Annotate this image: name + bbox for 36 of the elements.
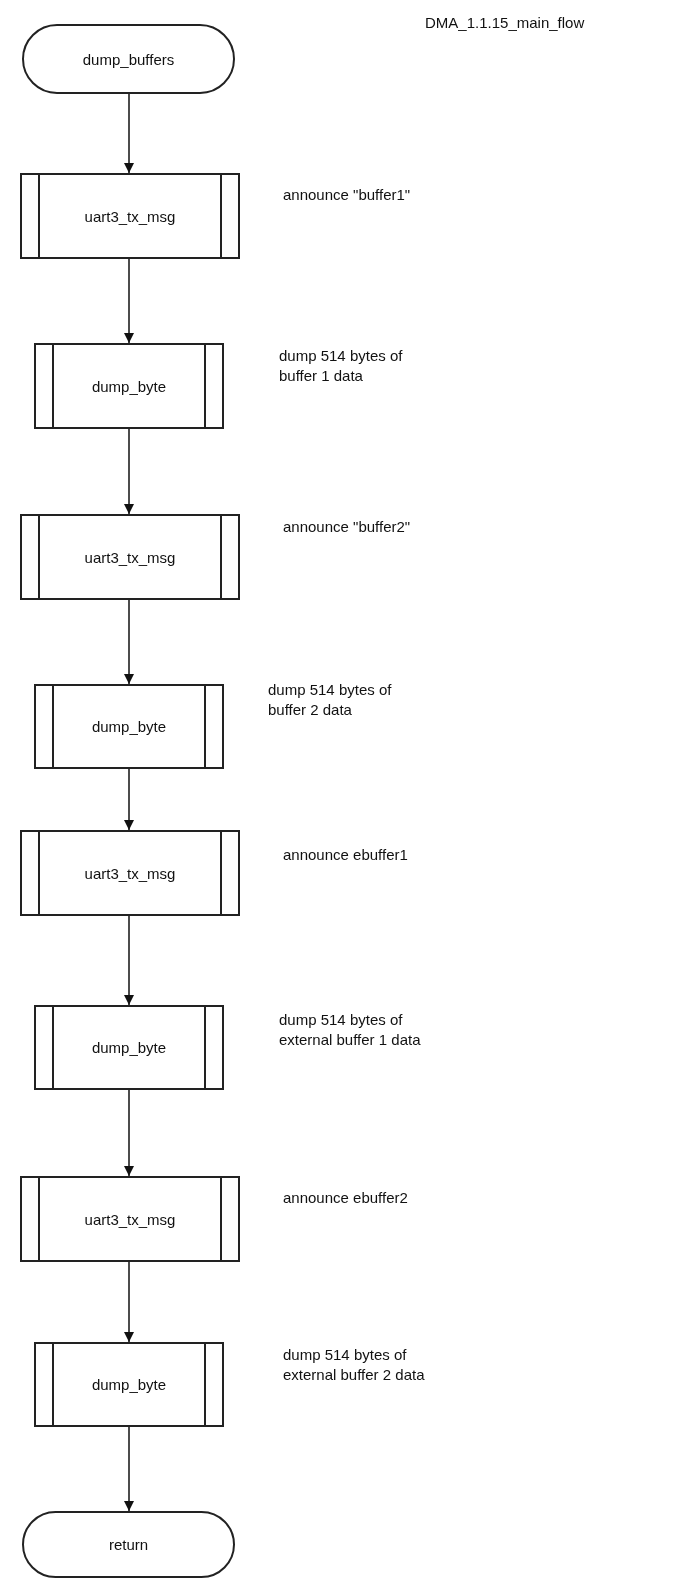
subroutine-box <box>34 1342 224 1427</box>
node-label: dump_byte <box>91 1376 167 1393</box>
arrow <box>124 258 134 344</box>
arrow <box>124 1261 134 1343</box>
subroutine-box <box>20 830 240 916</box>
arrow <box>124 1089 134 1177</box>
node-label: dump_byte <box>91 718 167 735</box>
arrow <box>124 915 134 1006</box>
arrow <box>124 599 134 685</box>
subroutine-box <box>20 514 240 600</box>
subroutine-box <box>20 1176 240 1262</box>
node-label: uart3_tx_msg <box>84 864 176 882</box>
subroutine-box <box>34 1005 224 1090</box>
subroutine-box <box>34 684 224 769</box>
node-label: uart3_tx_msg <box>84 548 176 566</box>
node-label: dump_byte <box>91 377 167 395</box>
annotation: dump 514 bytes of external buffer 2 data <box>283 1345 426 1384</box>
arrow <box>124 768 134 831</box>
annotation: dump 514 bytes of buffer 2 data <box>268 680 393 719</box>
annotation: announce ebuffer1 <box>283 845 409 865</box>
annotation: announce "buffer2" <box>283 517 412 537</box>
annotation: dump 514 bytes of external buffer 1 data <box>279 1010 422 1049</box>
arrow <box>124 1426 134 1512</box>
node-label: uart3_tx_msg <box>84 1210 176 1228</box>
arrow <box>124 428 134 515</box>
subroutine-box <box>20 173 240 259</box>
arrow <box>124 93 134 174</box>
subroutine-box <box>34 343 224 429</box>
annotation: announce "buffer1" <box>283 185 412 205</box>
node-label: dump_byte <box>91 1039 167 1056</box>
node-label: uart3_tx_msg <box>84 207 176 225</box>
node-label: return <box>108 1536 149 1553</box>
annotation: dump 514 bytes of buffer 1 data <box>279 346 404 385</box>
diagram-id: DMA_1.1.15_main_flow <box>425 14 585 31</box>
node-label: dump_buffers <box>82 50 175 68</box>
annotation: announce ebuffer2 <box>283 1188 409 1208</box>
